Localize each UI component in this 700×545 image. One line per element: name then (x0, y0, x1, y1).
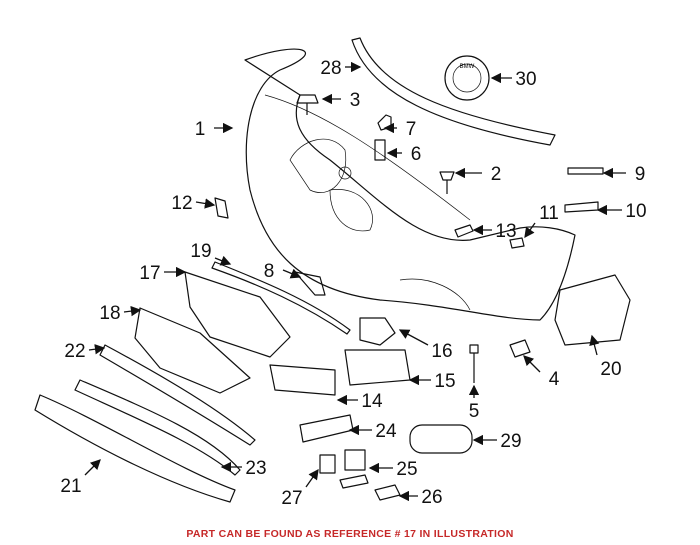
callout-11: 11 (524, 203, 559, 239)
callout-8: 8 (264, 261, 302, 282)
callout-number: 13 (495, 221, 516, 242)
callout-21: 21 (60, 459, 101, 497)
callout-29: 29 (472, 431, 522, 452)
callout-number: 10 (625, 201, 646, 222)
callout-12: 12 (171, 193, 216, 214)
callout-number: 8 (264, 261, 275, 282)
callout-number: 26 (421, 487, 442, 508)
leader-arrow (123, 305, 142, 317)
callout-number: 27 (281, 488, 302, 509)
callout-number: 4 (549, 369, 560, 390)
callout-number: 1 (195, 119, 206, 140)
callout-number: 6 (411, 144, 422, 165)
callout-24: 24 (348, 421, 397, 442)
callout-number: 22 (64, 341, 85, 362)
callout-number: 21 (60, 476, 81, 497)
callout-16: 16 (398, 329, 453, 362)
callout-number: 11 (539, 203, 559, 224)
callout-20: 20 (589, 334, 622, 380)
callout-14: 14 (336, 391, 383, 412)
emblem-30: BMW (444, 55, 490, 101)
callout-22: 22 (64, 341, 106, 362)
small-parts (34, 94, 631, 503)
callout-13: 13 (472, 221, 517, 242)
callout-number: 15 (434, 371, 455, 392)
callout-labels: 1234567891011121314151617181920212223242… (60, 58, 646, 509)
callout-number: 23 (245, 458, 266, 479)
callout-25: 25 (368, 459, 418, 480)
leader-arrow (523, 355, 541, 373)
callout-7: 7 (383, 119, 417, 140)
callout-23: 23 (220, 458, 267, 479)
callout-4: 4 (523, 355, 560, 390)
leader-arrow (84, 459, 101, 476)
callout-number: 20 (600, 359, 621, 380)
callout-number: 24 (375, 421, 397, 442)
reference-caption: PART CAN BE FOUND AS REFERENCE # 17 IN I… (186, 528, 514, 540)
callout-1: 1 (195, 119, 234, 140)
callout-number: 12 (171, 193, 192, 214)
callout-number: 18 (99, 303, 120, 324)
callout-3: 3 (321, 90, 361, 111)
callout-number: 7 (406, 119, 417, 140)
callout-number: 30 (515, 69, 536, 90)
leader-arrow (88, 344, 106, 355)
emblem-lettering: BMW (460, 64, 475, 70)
callout-17: 17 (139, 263, 187, 284)
callout-10: 10 (596, 201, 647, 222)
callout-number: 3 (350, 90, 361, 111)
callout-number: 9 (635, 164, 646, 185)
leader-arrow (282, 268, 302, 279)
callout-2: 2 (454, 164, 502, 185)
leader-arrow (398, 329, 429, 346)
callout-5: 5 (469, 384, 480, 422)
callout-number: 29 (500, 431, 521, 452)
callout-6: 6 (386, 144, 422, 165)
callout-18: 18 (99, 303, 142, 324)
leader-arrow (524, 222, 536, 239)
leader-arrow (214, 255, 232, 266)
leader-arrow (589, 334, 600, 356)
leader-arrow (195, 198, 216, 209)
callout-30: 30 (490, 69, 537, 90)
callout-27: 27 (281, 468, 319, 509)
leader-arrow (305, 468, 319, 488)
bumper-cover (244, 48, 576, 321)
callout-number: 19 (190, 241, 211, 262)
callout-number: 2 (491, 164, 502, 185)
callout-number: 16 (431, 341, 452, 362)
callout-9: 9 (602, 164, 646, 185)
callout-number: 28 (320, 58, 341, 79)
trim-strip-28 (351, 37, 556, 146)
callout-number: 14 (361, 391, 383, 412)
callout-number: 5 (469, 401, 480, 422)
callout-19: 19 (190, 241, 232, 266)
callout-number: 25 (396, 459, 417, 480)
callout-26: 26 (398, 487, 443, 508)
callout-15: 15 (408, 371, 456, 392)
callout-number: 17 (139, 263, 160, 284)
callout-28: 28 (320, 58, 362, 79)
